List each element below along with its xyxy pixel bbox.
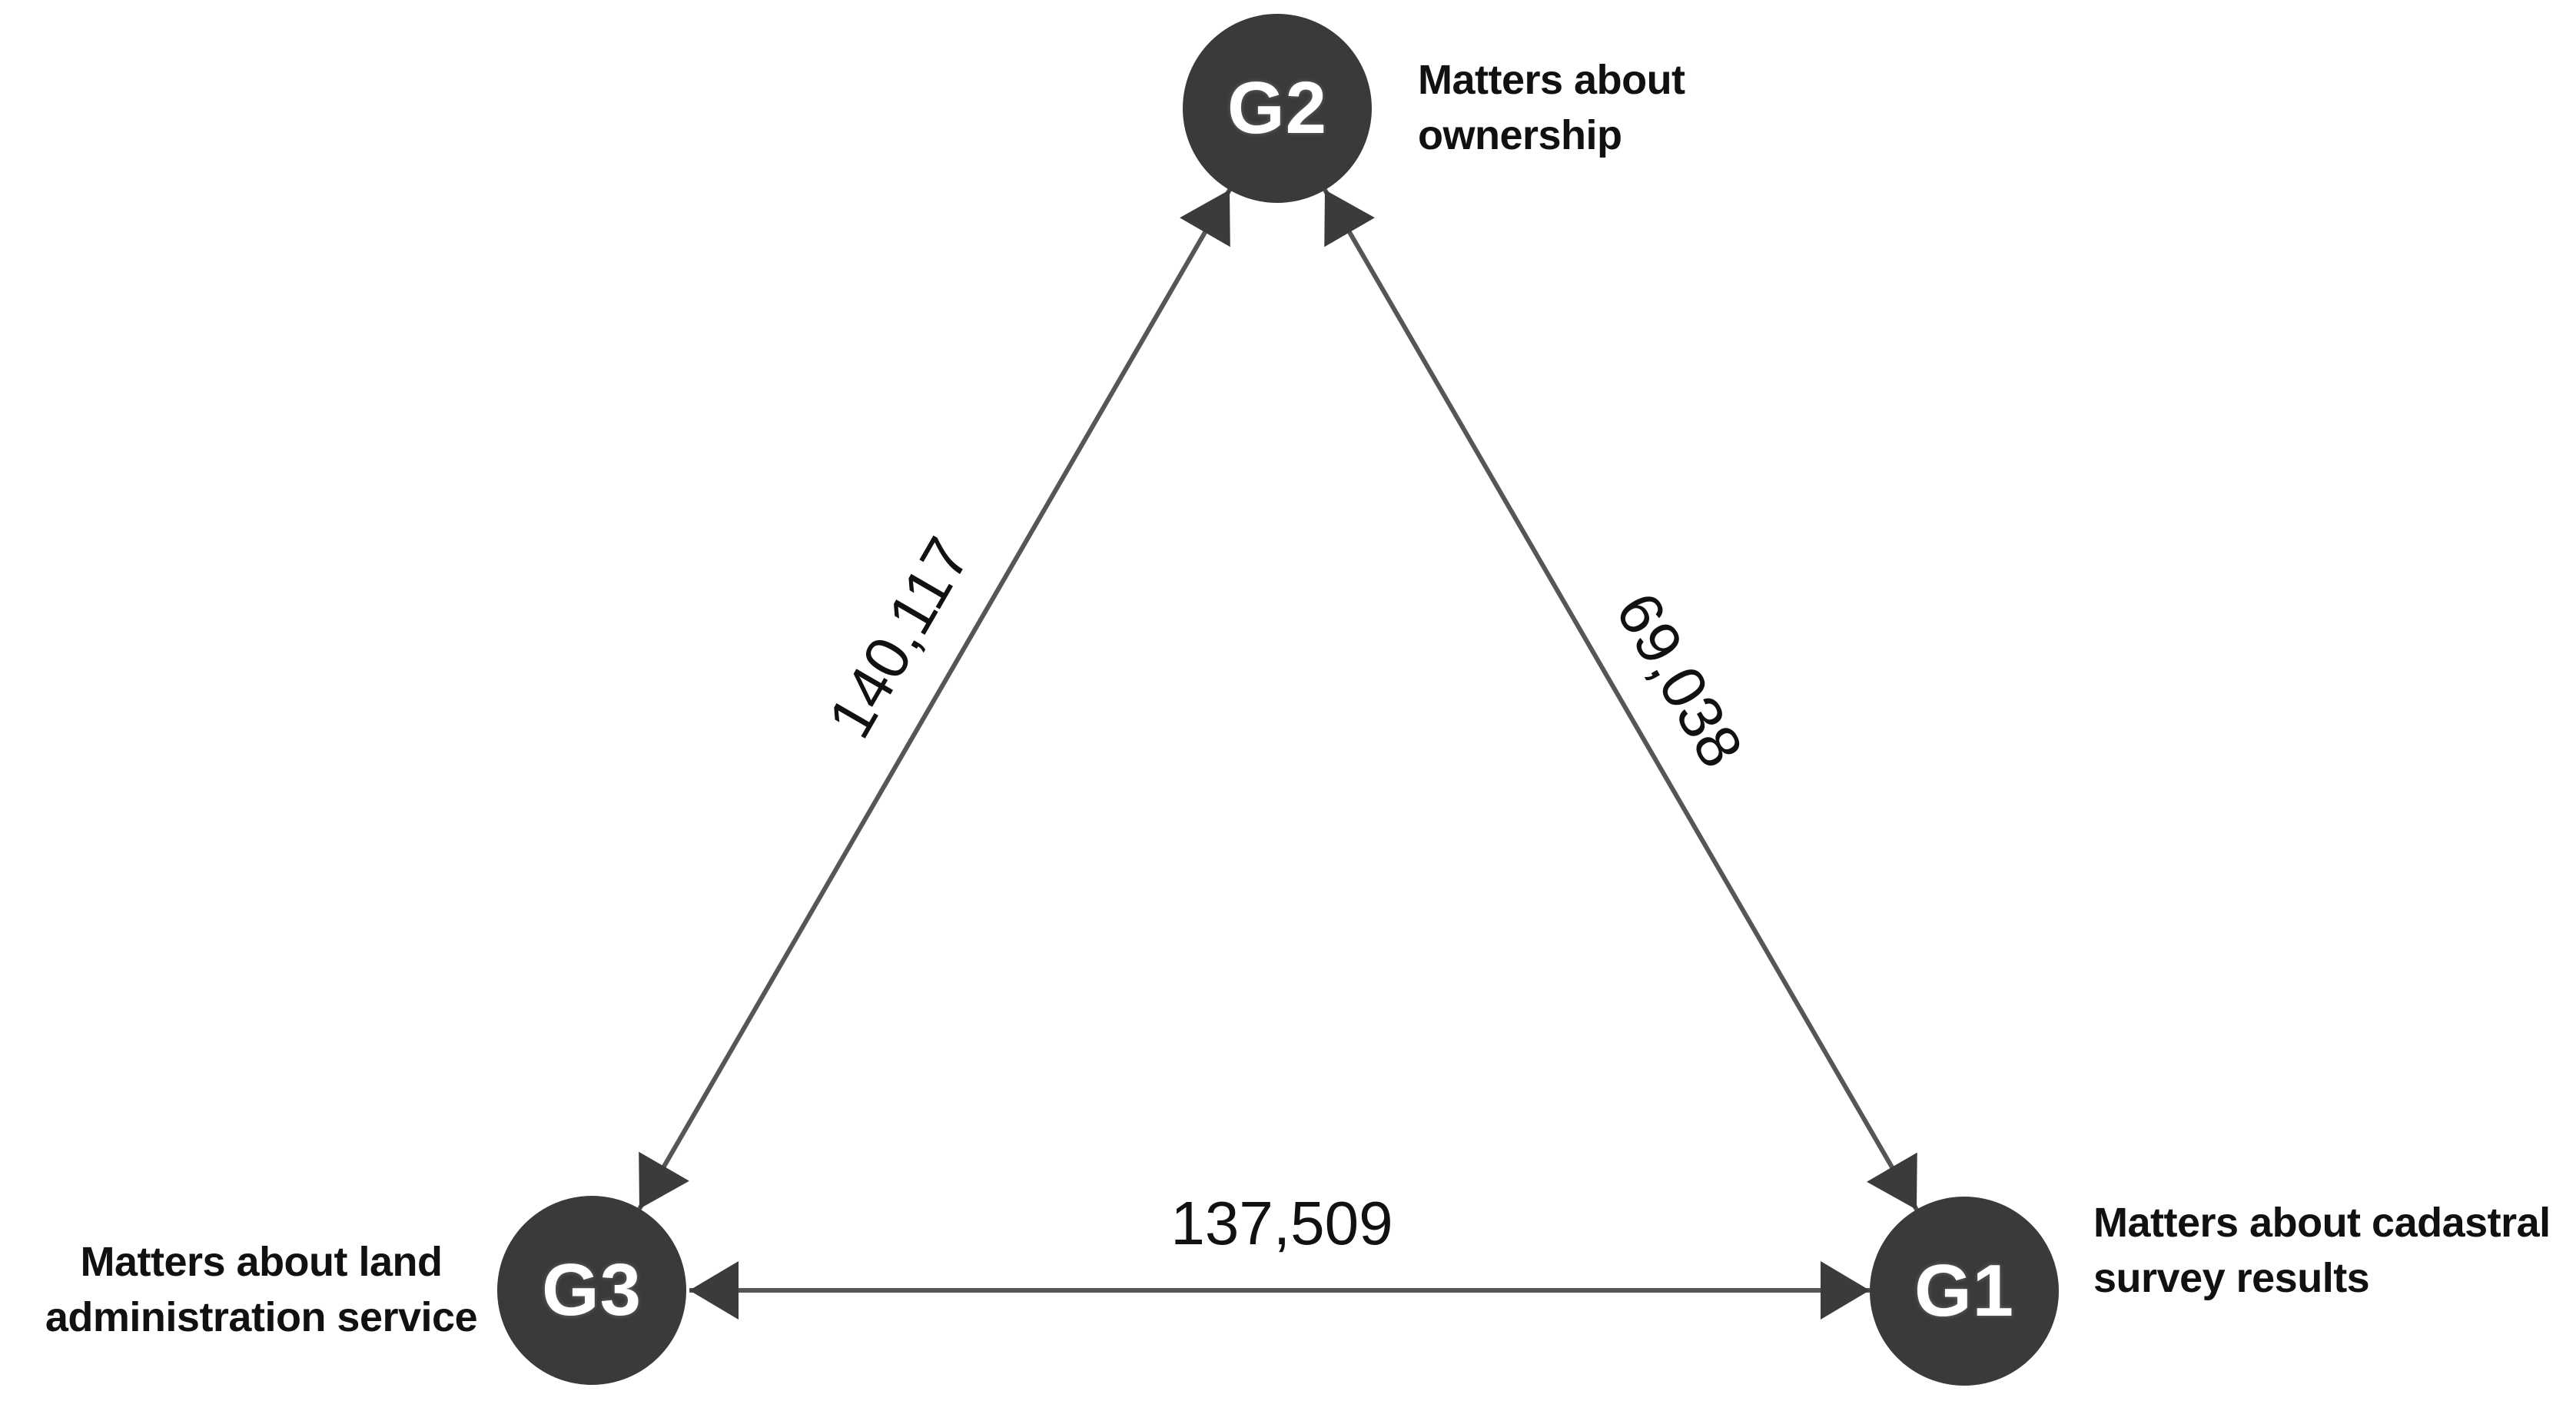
edge-weight-g3-g1: 137,509 xyxy=(1170,1189,1393,1257)
node-g2: G2 xyxy=(1183,14,1372,203)
description-line: administration service xyxy=(45,1294,478,1340)
node-g2-label: G2 xyxy=(1227,67,1328,149)
description-line: survey results xyxy=(2093,1255,2370,1301)
node-g3: G3 xyxy=(497,1196,686,1385)
description-line: Matters about cadastral xyxy=(2093,1200,2551,1246)
edge-g2-g1 xyxy=(1323,188,1919,1211)
node-g1-description: Matters about cadastral survey results xyxy=(2093,1195,2551,1306)
description-line: ownership xyxy=(1418,112,1622,158)
node-g1: G1 xyxy=(1870,1197,2059,1386)
node-g2-description: Matters about ownership xyxy=(1418,52,1685,163)
description-line: Matters about xyxy=(1418,57,1685,103)
description-line: Matters about land xyxy=(80,1239,443,1285)
node-g1-label: G1 xyxy=(1914,1250,2015,1332)
edge-g3-g2 xyxy=(637,188,1232,1210)
node-g3-label: G3 xyxy=(541,1249,642,1331)
node-g3-description: Matters about land administration servic… xyxy=(45,1234,478,1345)
